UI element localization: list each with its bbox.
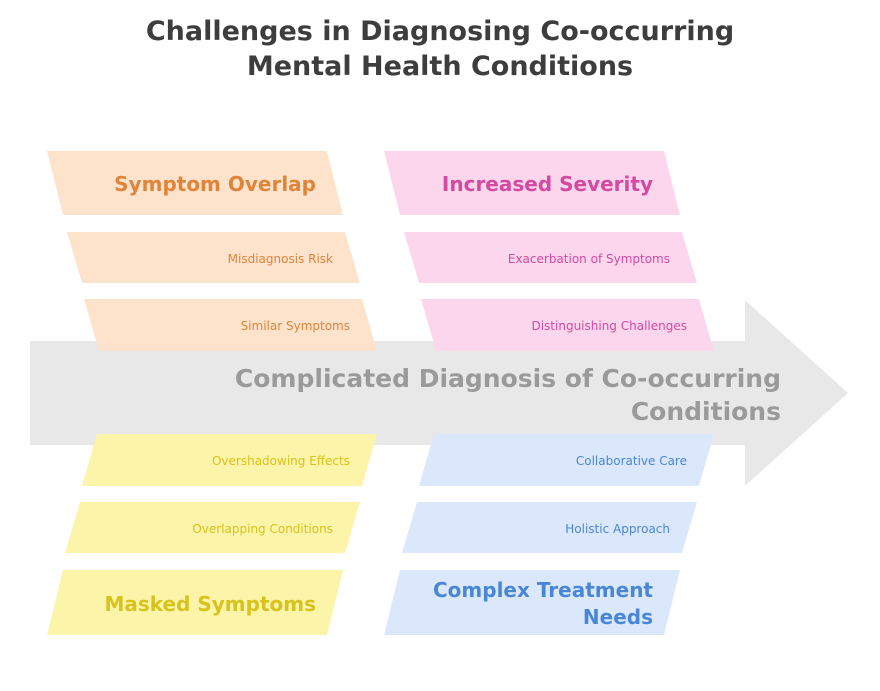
category-label-masked-symptoms: Masked Symptoms <box>104 592 316 616</box>
item-box-overshadowing-effects <box>82 434 377 486</box>
item-box-similar-symptoms <box>84 299 377 351</box>
item-label-similar-symptoms: Similar Symptoms <box>241 319 350 333</box>
item-label-distinguishing-challenges: Distinguishing Challenges <box>531 319 687 333</box>
item-label-misdiagnosis-risk: Misdiagnosis Risk <box>228 252 333 266</box>
item-box-overlapping-conditions <box>65 502 360 553</box>
item-label-overlapping-conditions: Overlapping Conditions <box>192 522 333 536</box>
category-box-increased-severity <box>384 151 680 215</box>
category-box-complex-treatment-needs <box>384 570 680 635</box>
diagram-title: Challenges in Diagnosing Co-occurring Me… <box>0 14 880 84</box>
title-line-2: Mental Health Conditions <box>246 51 634 82</box>
category-label-symptom-overlap: Symptom Overlap <box>114 172 316 196</box>
category-box-masked-symptoms <box>47 570 343 635</box>
title-line-1: Challenges in Diagnosing Co-occurring <box>145 16 735 47</box>
item-label-overshadowing-effects: Overshadowing Effects <box>212 454 350 468</box>
category-label-complex-treatment-line-2: Needs <box>583 605 653 629</box>
item-box-distinguishing-challenges <box>421 299 714 351</box>
category-label-complex-treatment-line-1: Complex Treatment <box>433 578 653 602</box>
item-label-exacerbation-of-symptoms: Exacerbation of Symptoms <box>508 252 670 266</box>
item-label-holistic-approach: Holistic Approach <box>565 522 670 536</box>
item-box-misdiagnosis-risk <box>67 232 360 283</box>
spine-label-line-2: Conditions <box>631 397 781 426</box>
spine-label-line-1: Complicated Diagnosis of Co-occurring <box>235 364 781 393</box>
item-box-collaborative-care <box>419 434 714 486</box>
item-box-exacerbation-of-symptoms <box>404 232 697 283</box>
item-box-holistic-approach <box>402 502 697 553</box>
category-label-increased-severity: Increased Severity <box>442 172 653 196</box>
item-label-collaborative-care: Collaborative Care <box>576 454 687 468</box>
category-box-symptom-overlap <box>47 151 343 215</box>
